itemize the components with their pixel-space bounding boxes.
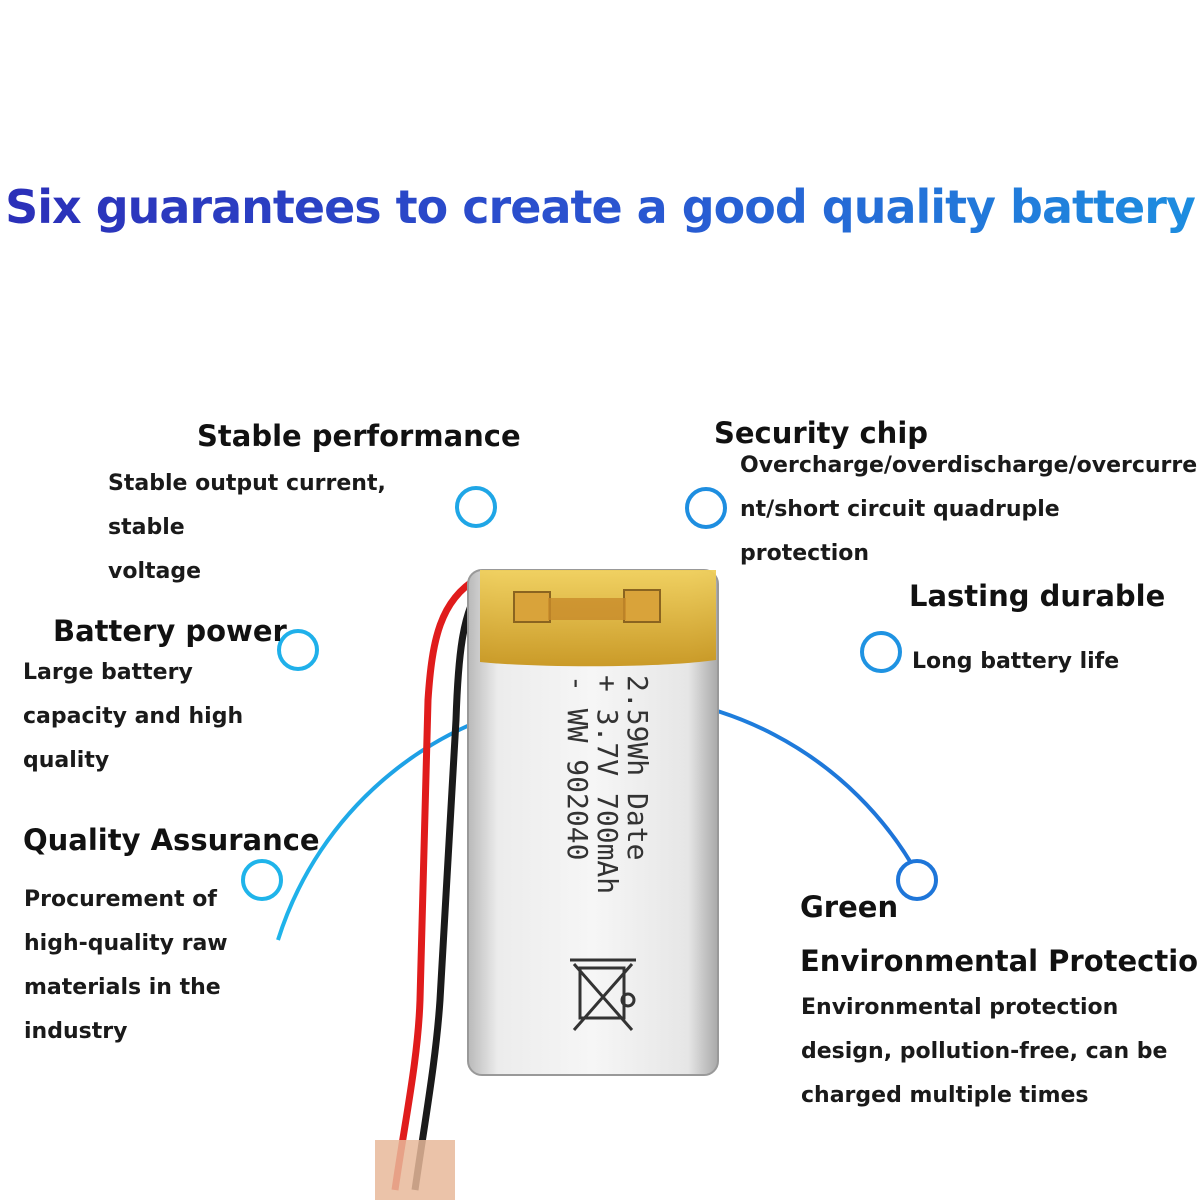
quality-assurance-desc-3: materials in the bbox=[24, 975, 221, 1000]
tab-left bbox=[513, 591, 551, 623]
quality-assurance-desc: Procurement of high-quality raw material… bbox=[24, 878, 284, 1054]
stable-performance-desc-2: voltage bbox=[108, 559, 202, 584]
battery-power-desc-3: quality bbox=[23, 748, 110, 773]
tab-right bbox=[623, 589, 661, 623]
pcm-board bbox=[548, 598, 626, 620]
wire-end-tape bbox=[375, 1140, 455, 1200]
lasting-durable-heading: Lasting durable bbox=[909, 579, 1166, 613]
quality-assurance-desc-4: industry bbox=[24, 1019, 128, 1044]
red-wire bbox=[391, 574, 480, 1191]
quality-assurance-desc-2: high-quality raw bbox=[24, 931, 228, 956]
green-protection-desc: Environmental protection design, polluti… bbox=[801, 986, 1191, 1118]
battery-power-desc: Large battery capacity and high quality bbox=[23, 651, 283, 783]
security-chip-desc: Overcharge/overdischarge/overcurre nt/sh… bbox=[740, 444, 1198, 576]
feature-battery-power: Battery power bbox=[53, 613, 287, 649]
black-wire bbox=[411, 583, 485, 1191]
feature-stable-performance: Stable performance bbox=[197, 418, 521, 454]
node-green-protection bbox=[896, 859, 938, 901]
battery-power-desc-2: capacity and high bbox=[23, 704, 244, 729]
battery-label-line1: - WW 902040 bbox=[561, 675, 594, 860]
security-chip-desc-1: Overcharge/overdischarge/overcurre bbox=[740, 453, 1198, 478]
stable-performance-desc-1: Stable output current, stable bbox=[108, 471, 386, 540]
security-chip-desc-2: nt/short circuit quadruple protection bbox=[740, 497, 1060, 566]
stable-performance-heading: Stable performance bbox=[197, 419, 521, 453]
node-battery-power bbox=[277, 629, 319, 671]
weee-bin-icon bbox=[570, 958, 636, 1031]
lasting-durable-desc-1: Long battery life bbox=[912, 649, 1120, 674]
green-protection-desc-1: Environmental protection bbox=[801, 995, 1119, 1020]
quality-assurance-desc-1: Procurement of bbox=[24, 887, 217, 912]
battery-label-line2: + 3.7V 700mAh bbox=[591, 675, 624, 894]
green-protection-heading-1: Green bbox=[800, 890, 899, 924]
security-chip-heading: Security chip bbox=[714, 416, 929, 450]
green-protection-desc-3: charged multiple times bbox=[801, 1083, 1089, 1108]
feature-lasting-durable: Lasting durable bbox=[909, 578, 1165, 614]
green-protection-desc-2: design, pollution-free, can be bbox=[801, 1039, 1168, 1064]
node-security-chip bbox=[685, 487, 727, 529]
node-quality-assurance bbox=[241, 859, 283, 901]
lasting-durable-desc: Long battery life bbox=[912, 640, 1192, 684]
stable-performance-desc: Stable output current, stable voltage bbox=[108, 462, 468, 594]
feature-quality-assurance: Quality Assurance bbox=[23, 822, 320, 858]
quality-assurance-heading: Quality Assurance bbox=[23, 823, 320, 857]
green-protection-heading-2: Environmental Protection bbox=[800, 944, 1200, 978]
feature-green-protection: Green Environmental Protection bbox=[800, 880, 1200, 988]
battery-power-desc-1: Large battery bbox=[23, 660, 193, 685]
battery-power-heading: Battery power bbox=[53, 614, 287, 648]
battery-label-line3: 2.59Wh Date bbox=[621, 675, 654, 860]
node-lasting-durable bbox=[860, 631, 902, 673]
page-title: Six guarantees to create a good quality … bbox=[0, 180, 1200, 234]
node-stable-performance bbox=[455, 486, 497, 528]
feature-security-chip: Security chip bbox=[714, 415, 928, 451]
